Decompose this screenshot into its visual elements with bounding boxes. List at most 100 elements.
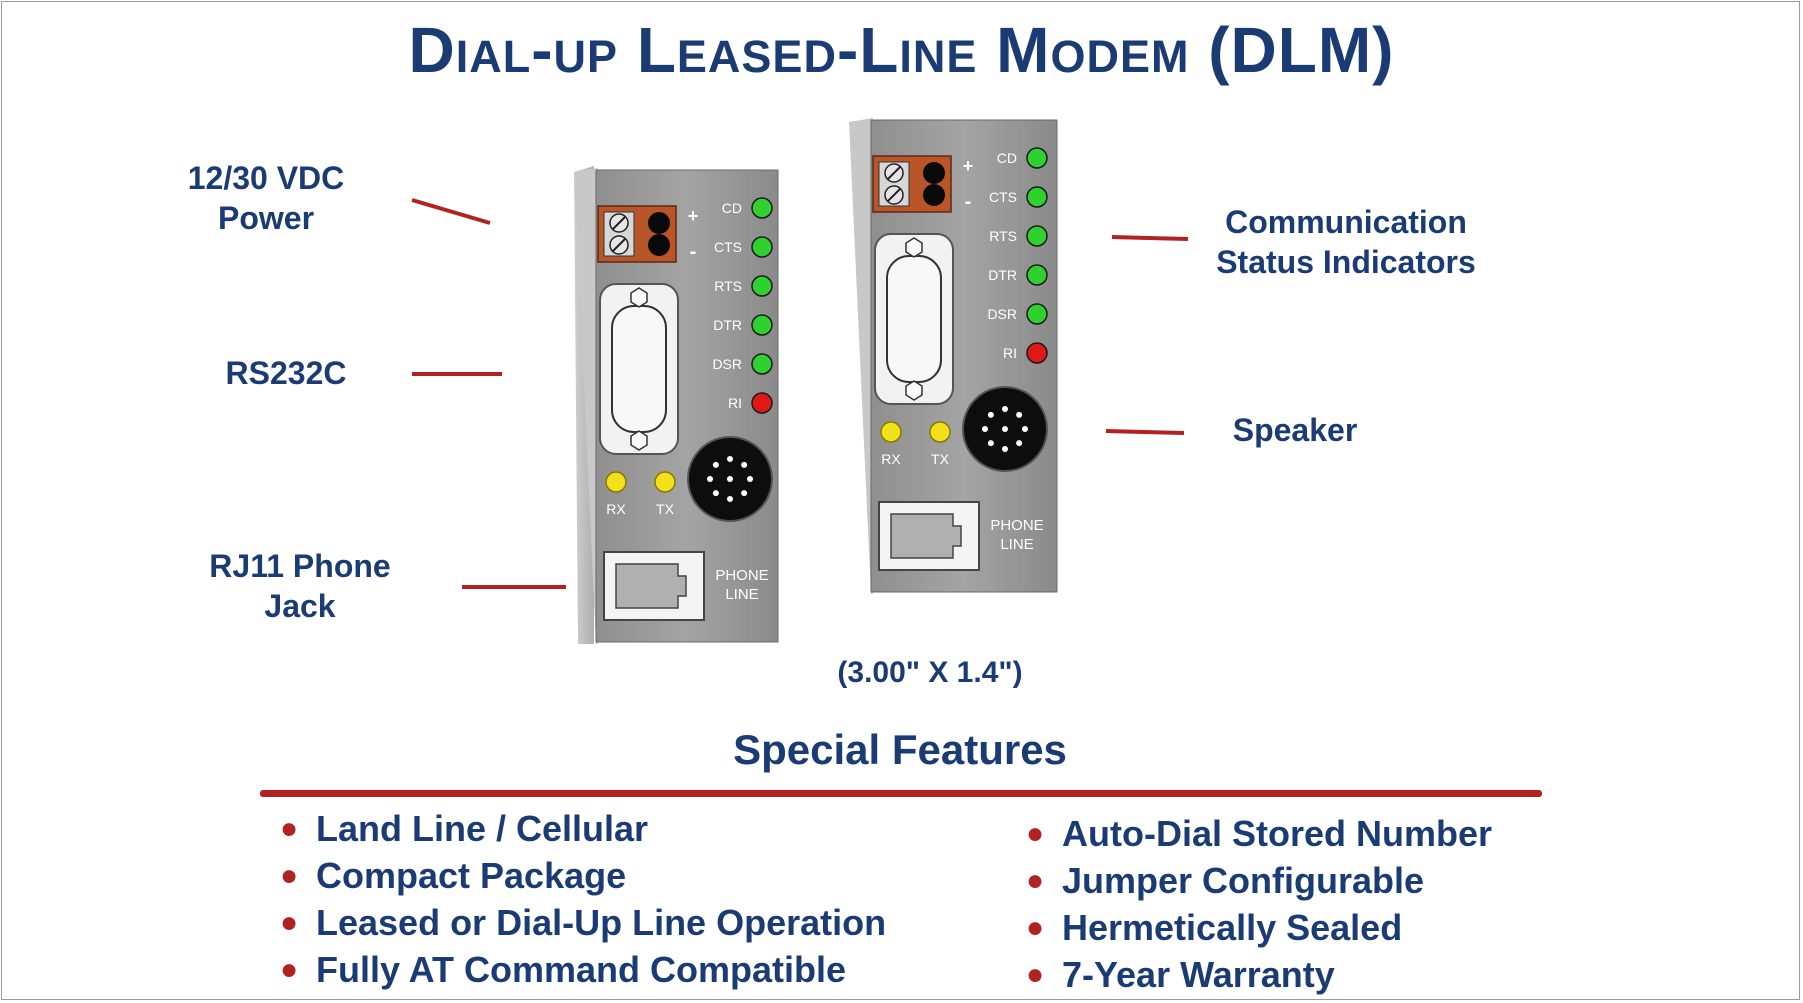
led-label-cd: CD bbox=[722, 200, 742, 216]
bullet-icon: ● bbox=[1026, 958, 1045, 991]
speaker-hole bbox=[1002, 406, 1008, 412]
callout-power: 12/30 VDC Power bbox=[187, 160, 345, 236]
speaker-grille bbox=[687, 436, 773, 522]
feature-item: ● Leased or Dial-Up Line Operation bbox=[270, 899, 886, 946]
speaker-hole bbox=[712, 461, 719, 468]
led-dsr bbox=[1026, 303, 1048, 325]
feature-text: Land Line / Cellular bbox=[316, 808, 649, 849]
feature-text: Compact Package bbox=[316, 855, 627, 896]
speaker-hole bbox=[712, 490, 719, 497]
speaker-hole bbox=[1002, 446, 1008, 452]
phone-line-label-2: LINE bbox=[725, 586, 758, 603]
speaker-hole bbox=[747, 476, 753, 482]
feature-item: ●Compact Package bbox=[270, 852, 886, 899]
led-ri bbox=[1026, 342, 1048, 364]
callout-line-speaker bbox=[1105, 429, 1185, 435]
feature-text: Jumper Configurable bbox=[1062, 860, 1425, 901]
rx-label: RX bbox=[606, 501, 626, 517]
feature-item: ● Land Line / Cellular bbox=[270, 805, 886, 852]
modem-diagram: + - CD CTS RTS DTR DSR RI RX TX PHONE LINE bbox=[411, 118, 1189, 644]
tx-label: TX bbox=[931, 451, 950, 467]
callout-line-status bbox=[1111, 235, 1189, 241]
phone-line-label-1: PHONE bbox=[990, 517, 1043, 534]
led-label-dsr: DSR bbox=[712, 356, 742, 372]
tx-led bbox=[929, 421, 951, 443]
callout-rj11: RJ11 Phone Jack bbox=[209, 548, 391, 624]
led-cd bbox=[751, 197, 773, 219]
speaker-hole bbox=[987, 411, 994, 418]
led-ri bbox=[751, 392, 773, 414]
speaker-hole bbox=[982, 426, 988, 432]
led-label-dtr: DTR bbox=[988, 267, 1017, 283]
callout-speaker: Speaker bbox=[1232, 412, 1358, 448]
feature-text: 7-Year Warranty bbox=[1062, 954, 1335, 995]
rj11-phone-jack bbox=[878, 501, 980, 571]
led-label-cts: CTS bbox=[714, 239, 742, 255]
led-label-dtr: DTR bbox=[713, 317, 742, 333]
rj11-phone-jack bbox=[603, 551, 705, 621]
speaker-hole bbox=[741, 461, 748, 468]
slide-title: Dial-up Leased-Line Modem (DLM) bbox=[408, 14, 1395, 86]
callout-rs232: RS232C bbox=[225, 355, 347, 391]
led-label-cd: CD bbox=[997, 150, 1017, 166]
features-heading: Special Features bbox=[733, 726, 1067, 773]
power-terminal bbox=[597, 205, 677, 263]
phone-line-label-1: PHONE bbox=[715, 567, 768, 584]
feature-text: Hermetically Sealed bbox=[1062, 907, 1403, 948]
callout-status: Communication Status Indicators bbox=[1216, 204, 1476, 280]
bullet-icon: ● bbox=[280, 906, 299, 939]
rx-label: RX bbox=[881, 451, 901, 467]
speaker-hole bbox=[707, 476, 713, 482]
tx-label: TX bbox=[656, 501, 675, 517]
speaker-grille bbox=[962, 386, 1048, 472]
feature-text: Leased or Dial-Up Line Operation bbox=[316, 902, 887, 943]
dimensions-label: (3.00" X 1.4") bbox=[837, 656, 1023, 689]
feature-item: ●Fully AT Command Compatible bbox=[270, 946, 886, 993]
led-cts bbox=[1026, 186, 1048, 208]
bullet-icon: ● bbox=[1026, 864, 1045, 897]
led-cts bbox=[751, 236, 773, 258]
speaker-hole bbox=[727, 456, 733, 462]
tx-led bbox=[654, 471, 676, 493]
led-label-dsr: DSR bbox=[987, 306, 1017, 322]
features-divider bbox=[260, 790, 1542, 797]
speaker-hole bbox=[727, 496, 733, 502]
led-dtr bbox=[751, 314, 773, 336]
speaker-hole bbox=[1002, 426, 1008, 432]
led-rts bbox=[1026, 225, 1048, 247]
led-label-ri: RI bbox=[1003, 345, 1017, 361]
speaker-hole bbox=[1022, 426, 1028, 432]
features-list-left: ●Land Line / Cellular ●Compact Package ●… bbox=[270, 805, 886, 993]
led-dtr bbox=[1026, 264, 1048, 286]
rs232-db9-connector bbox=[599, 283, 679, 455]
rx-led bbox=[880, 421, 902, 443]
speaker-hole bbox=[987, 440, 994, 447]
bullet-icon: ● bbox=[280, 812, 299, 845]
feature-item: ●Hermetically Sealed bbox=[1016, 904, 1492, 951]
led-cd bbox=[1026, 147, 1048, 169]
terminal-minus-label: - bbox=[690, 241, 697, 263]
phone-line-label-2: LINE bbox=[1000, 536, 1033, 553]
terminal-plus-label: + bbox=[688, 206, 699, 226]
led-rts bbox=[751, 275, 773, 297]
speaker-hole bbox=[1016, 440, 1023, 447]
callout-line-power bbox=[411, 198, 491, 225]
rs232-db9-connector bbox=[874, 233, 954, 405]
speaker-hole bbox=[1016, 411, 1023, 418]
terminal-minus-label: - bbox=[965, 191, 972, 213]
features-list-right: ●Auto-Dial Stored Number ●Jumper Configu… bbox=[1016, 810, 1492, 998]
terminal-plus-label: + bbox=[963, 156, 974, 176]
feature-item: ● 7-Year Warranty bbox=[1016, 951, 1492, 998]
led-label-ri: RI bbox=[728, 395, 742, 411]
feature-item: ● Jumper Configurable bbox=[1016, 857, 1492, 904]
rx-led bbox=[605, 471, 627, 493]
feature-text: Fully AT Command Compatible bbox=[316, 949, 847, 990]
speaker-hole bbox=[727, 476, 733, 482]
speaker-hole bbox=[741, 490, 748, 497]
led-label-rts: RTS bbox=[989, 228, 1017, 244]
